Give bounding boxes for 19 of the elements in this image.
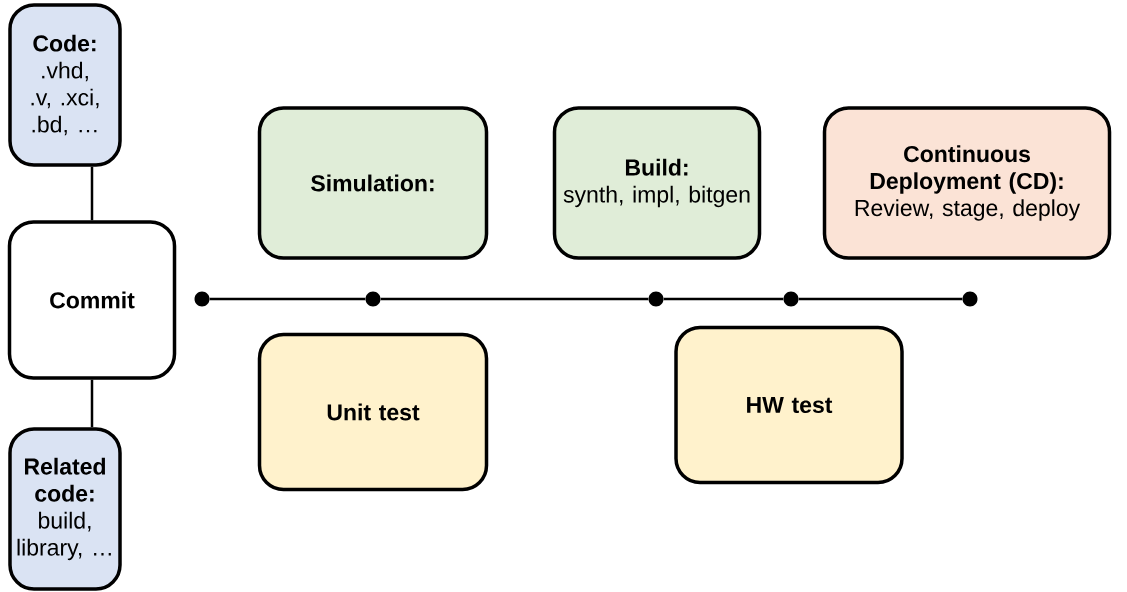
connector-line [90, 379, 94, 428]
timeline-dot [962, 291, 978, 307]
test-box: HW test [674, 325, 904, 485]
timeline-dot [783, 291, 799, 307]
stage-box: Continuous Deployment (CD): Review, stage, deploy [822, 106, 1112, 260]
connector-line [90, 166, 94, 221]
connector-line [209, 297, 366, 301]
connector-line [663, 297, 784, 301]
timeline-dot [648, 291, 664, 307]
commit-box: Commit [7, 220, 177, 380]
connector-line [380, 297, 649, 301]
connector-line [798, 297, 963, 301]
stage-box: Build: synth, impl, bitgen [552, 106, 762, 260]
timeline-dot [194, 291, 210, 307]
timeline-dot [365, 291, 381, 307]
code-box: Related code: build, library, … [8, 427, 122, 591]
test-box: Unit test [257, 332, 489, 492]
stage-box: Simulation: [257, 106, 489, 260]
code-box: Code: .vhd, .v, .xci, .bd, … [8, 3, 122, 167]
